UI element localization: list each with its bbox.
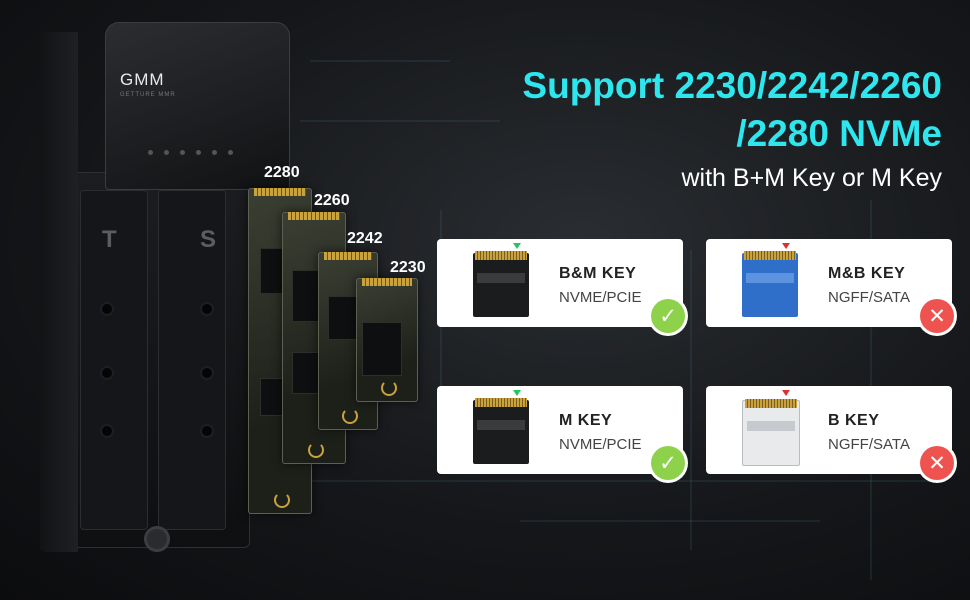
mount-hole <box>102 426 112 436</box>
key-card-title: B&M KEY <box>559 265 637 282</box>
bay-label-left: T <box>102 226 117 253</box>
led-indicator <box>148 150 153 155</box>
led-indicator <box>228 150 233 155</box>
headline: Support 2230/2242/2260 /2280 NVMe <box>522 62 942 158</box>
key-card-mb: M&B KEY NGFF/SATA ✕ <box>706 239 954 333</box>
ssd-2230 <box>356 278 418 402</box>
status-leds <box>148 150 233 155</box>
ssd-enclosure: GMM GETTURE MMR T S <box>40 22 290 552</box>
mount-hole <box>202 426 212 436</box>
power-button[interactable] <box>144 526 170 552</box>
mount-hole <box>202 368 212 378</box>
size-label-2280: 2280 <box>264 164 300 181</box>
brand-logo: GMM <box>120 70 165 89</box>
ssd-thumbnail <box>473 398 529 464</box>
led-indicator <box>196 150 201 155</box>
ssd-thumbnail <box>742 251 798 317</box>
brand-tagline: GETTURE MMR <box>120 92 176 98</box>
led-indicator <box>164 150 169 155</box>
ssd-thumbnail <box>742 399 800 466</box>
key-card-title: B KEY <box>828 412 880 429</box>
check-icon: ✓ <box>651 299 685 333</box>
key-card-spec: NGFF/SATA <box>828 289 910 306</box>
enclosure-side-panel <box>40 32 78 552</box>
size-label-2230: 2230 <box>390 259 426 276</box>
headline-line-1: Support 2230/2242/2260 <box>522 65 942 106</box>
mount-hole <box>202 304 212 314</box>
size-label-2260: 2260 <box>314 192 350 209</box>
cross-icon: ✕ <box>920 446 954 480</box>
bay-label-right: S <box>200 226 217 253</box>
notch-marker-icon <box>782 243 790 249</box>
led-indicator <box>212 150 217 155</box>
key-card-b: B KEY NGFF/SATA ✕ <box>706 386 954 480</box>
size-label-2242: 2242 <box>347 230 383 247</box>
key-card-bm: B&M KEY NVME/PCIE ✓ <box>437 239 685 333</box>
ssd-thumbnail <box>473 251 529 317</box>
cross-icon: ✕ <box>920 299 954 333</box>
key-card-spec: NVME/PCIE <box>559 289 642 306</box>
enclosure-top-cap <box>105 22 290 190</box>
key-card-spec: NVME/PCIE <box>559 436 642 453</box>
notch-marker-icon <box>782 390 790 396</box>
key-card-title: M&B KEY <box>828 265 906 282</box>
key-card-m: M KEY NVME/PCIE ✓ <box>437 386 685 480</box>
key-card-title: M KEY <box>559 412 613 429</box>
key-card-spec: NGFF/SATA <box>828 436 910 453</box>
notch-marker-icon <box>513 390 521 396</box>
headline-line-2: /2280 NVMe <box>736 113 942 154</box>
drive-bay-left <box>80 190 148 530</box>
check-icon: ✓ <box>651 446 685 480</box>
drive-bay-right <box>158 190 226 530</box>
mount-hole <box>102 368 112 378</box>
notch-marker-icon <box>513 243 521 249</box>
led-indicator <box>180 150 185 155</box>
mount-hole <box>102 304 112 314</box>
subheadline: with B+M Key or M Key <box>681 164 943 192</box>
